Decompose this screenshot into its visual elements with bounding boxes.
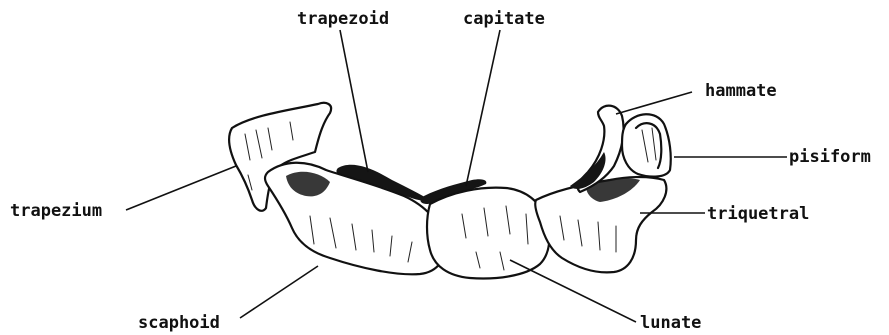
label-pisiform: pisiform — [789, 147, 871, 167]
pisiform-bone — [622, 114, 671, 176]
leader-capitate — [466, 30, 500, 186]
leader-trapezium — [126, 166, 236, 210]
lunate-bone — [427, 188, 549, 279]
label-trapezoid: trapezoid — [297, 9, 389, 29]
scaphoid-bone — [265, 163, 445, 275]
label-lunate: lunate — [640, 313, 701, 333]
label-triquetral: triquetral — [707, 204, 809, 224]
leader-lines — [126, 30, 787, 322]
label-capitate: capitate — [463, 9, 545, 29]
leader-hammate — [616, 92, 692, 114]
triquetral-bone — [535, 177, 666, 272]
leader-trapezoid — [340, 30, 368, 172]
leader-scaphoid — [240, 266, 318, 318]
label-trapezium: trapezium — [10, 201, 102, 221]
label-hammate: hammate — [705, 81, 777, 101]
label-scaphoid: scaphoid — [138, 313, 220, 333]
